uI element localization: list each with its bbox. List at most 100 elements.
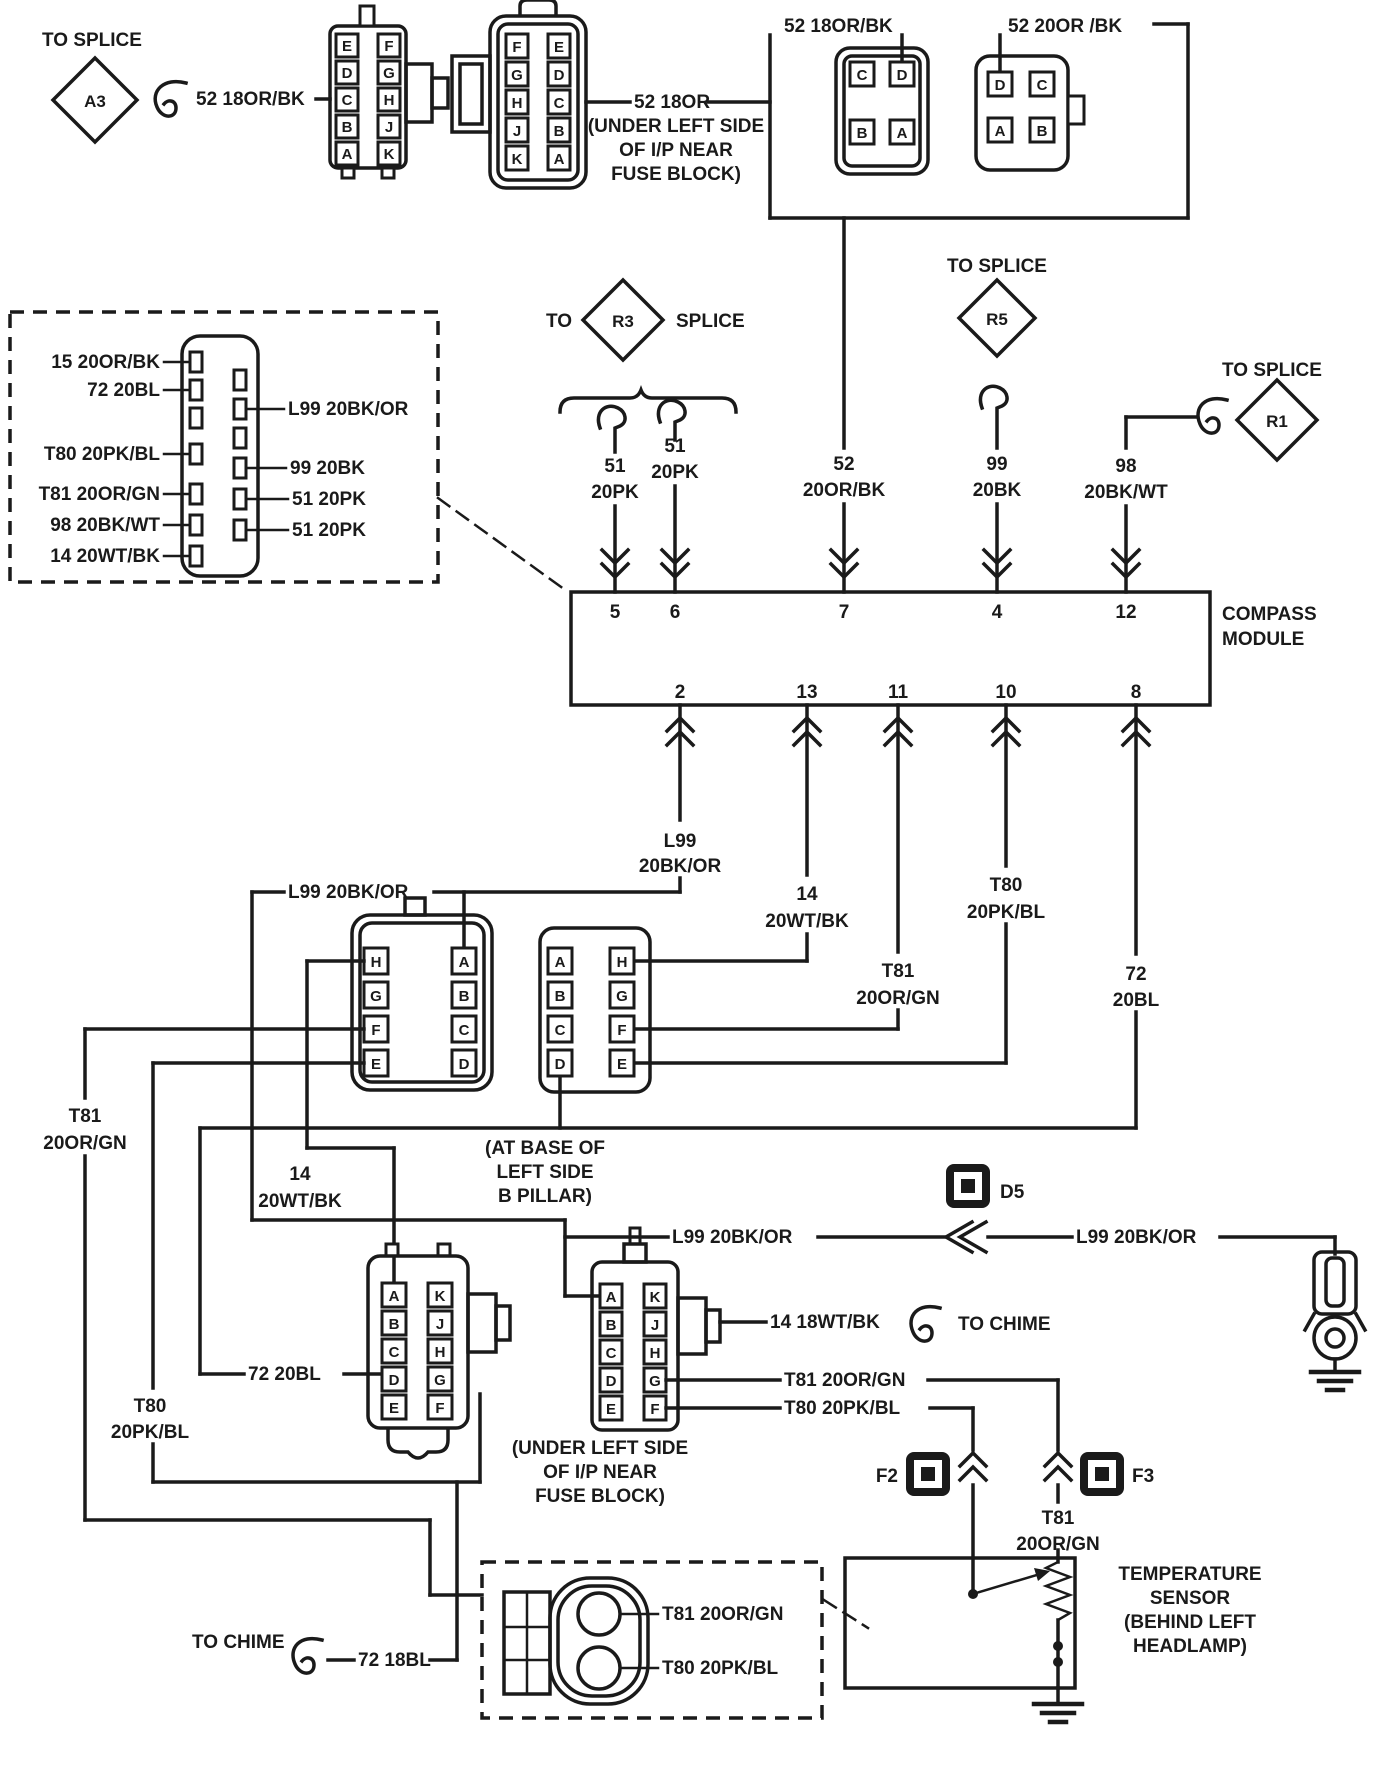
pin-letter: C xyxy=(554,95,565,112)
pin-letter: C xyxy=(389,1344,400,1361)
sensor-caption: SENSOR xyxy=(1150,1588,1231,1609)
wire-label: 20PK xyxy=(651,462,699,483)
connector-shell-inner xyxy=(496,22,580,182)
wire-label: L99 20BK/OR xyxy=(672,1227,793,1248)
pin-column-right: K J H G F xyxy=(642,1282,668,1422)
wire-label: T81 20OR/GN xyxy=(662,1604,783,1625)
pin-letter: D xyxy=(995,77,1006,94)
pin-letter: G xyxy=(649,1373,661,1390)
pin-column-right: H G F E xyxy=(608,946,636,1078)
sensor-caption: HEADLAMP) xyxy=(1133,1636,1247,1657)
wire-label-t81-left: 20OR/GN xyxy=(43,1133,126,1154)
module-pin: 4 xyxy=(992,602,1003,623)
wire-label-52-18orbk: 52 18OR/BK xyxy=(196,89,305,110)
pin-letter: D xyxy=(459,1056,470,1073)
wire-label: 72 18BL xyxy=(358,1650,431,1671)
connector-tab xyxy=(380,166,396,180)
pin-letter: B xyxy=(342,119,353,136)
pin-letter: J xyxy=(436,1316,444,1333)
pin-letter: A xyxy=(897,125,908,142)
location-caption: FUSE BLOCK) xyxy=(535,1486,665,1507)
module-pin: 12 xyxy=(1115,602,1136,623)
wire-72-chime: TO CHIME 72 18BL xyxy=(192,1480,459,1675)
sensor-caption: TEMPERATURE xyxy=(1118,1564,1261,1585)
dashed-leader xyxy=(436,496,570,594)
splice-diamond-icon xyxy=(580,277,666,363)
wire-label-14-left: 14 xyxy=(289,1164,311,1185)
pin-column-left: F G H J K xyxy=(504,32,530,172)
pin-letter: D xyxy=(555,1056,566,1073)
wire-label: 14 20WT/BK xyxy=(50,546,160,567)
wire-label: 20BL xyxy=(1113,990,1160,1011)
pin-letter: B xyxy=(857,125,868,142)
pin-slots-left xyxy=(188,350,204,568)
location-caption: LEFT SIDE xyxy=(496,1162,593,1183)
dashed-border xyxy=(480,1560,824,1720)
left-rails: T81 20OR/GN T80 20PK/BL 14 20WT/BK xyxy=(43,959,484,1597)
pin-letter: J xyxy=(513,123,521,140)
module-pin: 10 xyxy=(995,682,1016,703)
pin-column-left: E D C B A xyxy=(334,32,360,167)
module-box xyxy=(569,590,1212,707)
wire-label-t81-left: T81 xyxy=(69,1106,102,1127)
connector-shell xyxy=(350,913,494,1092)
connector-ml2: A B C D H G F E (AT BASE OF LEFT SIDE B … xyxy=(485,926,652,1207)
pin-letter: D xyxy=(389,1372,400,1389)
connector-latch xyxy=(404,62,434,124)
module-title: MODULE xyxy=(1222,629,1304,650)
wire-label: 72 xyxy=(1125,964,1146,985)
wire-label: T81 xyxy=(1042,1508,1075,1529)
module-pin: 7 xyxy=(839,602,850,623)
pin-letter: G xyxy=(370,988,382,1005)
pin-column-left: A B C D xyxy=(546,946,574,1078)
wire-label: 51 xyxy=(604,456,626,477)
pin-letter: E xyxy=(342,38,352,55)
wire-label: T81 20OR/GN xyxy=(39,484,160,505)
location-caption: OF I/P NEAR xyxy=(619,140,733,161)
wire-label: 20OR/BK xyxy=(803,480,886,501)
pin-letter: E xyxy=(606,1401,616,1418)
wire-label: 20BK/OR xyxy=(639,856,722,877)
connector-id-d5: D5 xyxy=(1000,1182,1025,1203)
pin-letter: A xyxy=(995,123,1006,140)
ground-icon xyxy=(1308,1357,1362,1393)
connector-latch xyxy=(430,76,450,110)
location-caption: OF I/P NEAR xyxy=(543,1462,657,1483)
compass-module: COMPASS MODULE 5 6 7 4 12 2 13 11 10 8 xyxy=(569,590,1317,707)
wire-hook-icon xyxy=(153,79,189,118)
wire-arrow-icon xyxy=(1042,1450,1074,1483)
pin-letter: A xyxy=(389,1288,400,1305)
splice-diamond-icon xyxy=(1234,377,1320,463)
wire-label: 52 xyxy=(833,454,854,475)
wire-label: T80 20PK/BL xyxy=(44,444,161,465)
pin-letter: D xyxy=(606,1373,617,1390)
pin-letter: K xyxy=(384,146,395,163)
wire-label: T80 20PK/BL xyxy=(784,1398,901,1419)
wire-label: 51 20PK xyxy=(292,489,366,510)
module-pin: 8 xyxy=(1131,682,1142,703)
connector-nub xyxy=(622,1242,648,1264)
pin-letter: C xyxy=(1037,77,1048,94)
pin-letter: K xyxy=(512,151,523,168)
wire-label: 15 20OR/BK xyxy=(51,352,160,373)
pin-letter: H xyxy=(371,954,382,971)
wire-label: L99 20BK/OR xyxy=(1076,1227,1197,1248)
wire-52-18or: 52 18OR (UNDER LEFT SIDE OF I/P NEAR FUS… xyxy=(584,92,772,185)
wire-label-t80-left: 20PK/BL xyxy=(111,1422,190,1443)
pin-letter: B xyxy=(1037,123,1048,140)
wiper-arrowhead xyxy=(1034,1568,1050,1581)
wire-label: 52 18OR xyxy=(634,92,710,113)
pin-letter: C xyxy=(606,1345,617,1362)
connector-shell xyxy=(180,334,260,578)
pin-letter: A xyxy=(554,151,565,168)
breakout-box: 15 20OR/BK 72 20BL T80 20PK/BL T81 20OR/… xyxy=(8,310,570,594)
splice-r3-to: TO xyxy=(546,311,572,332)
wire-label: 20WT/BK xyxy=(765,911,849,932)
terminal-cavity xyxy=(576,1645,622,1691)
module-pin: 11 xyxy=(888,682,909,703)
splice-a3-caption: TO SPLICE xyxy=(42,30,142,51)
junction-dot xyxy=(1053,1641,1063,1651)
sensor-caption: (BEHIND LEFT xyxy=(1124,1612,1256,1633)
pin-letter: A xyxy=(555,954,566,971)
